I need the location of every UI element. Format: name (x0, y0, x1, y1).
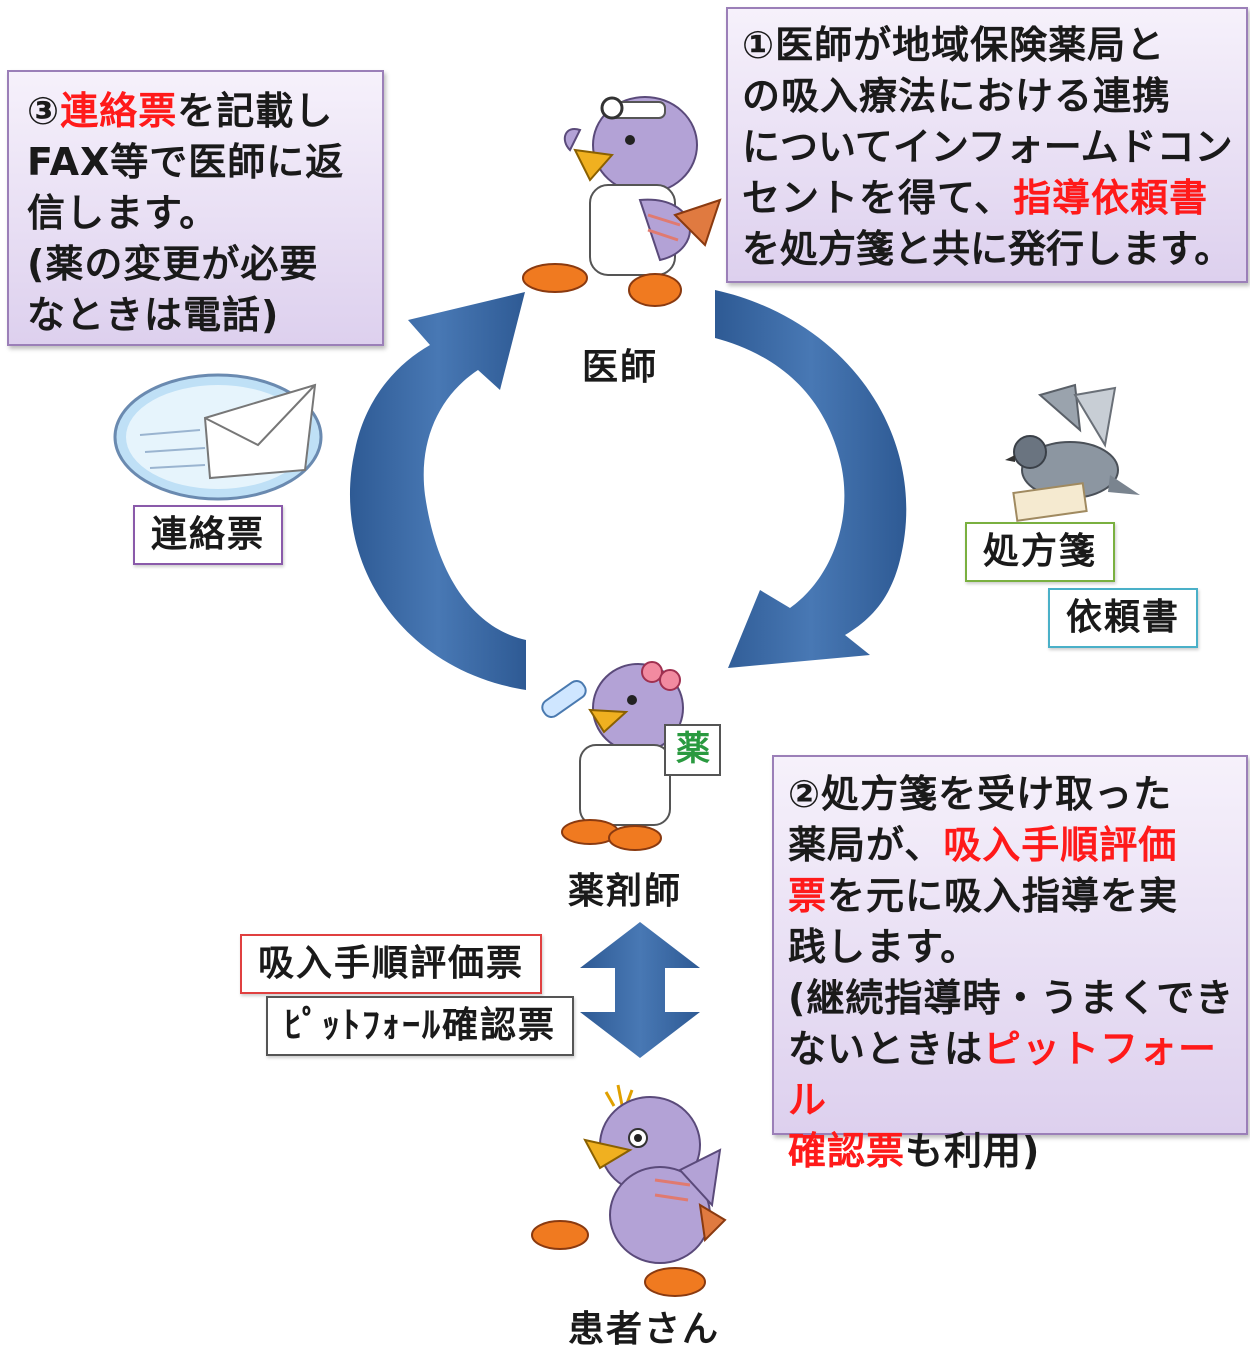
step3-num: ③ (27, 89, 61, 133)
tag-request-form: 依頼書 (1048, 588, 1199, 648)
step1-line2: の吸入療法における連携 (742, 74, 1172, 118)
label-doctor: 医師 (582, 347, 659, 388)
step2-highlight-pitfall: ピットフォール (788, 1027, 1218, 1122)
tag-pitfall-check: ﾋﾟｯﾄﾌｫｰﾙ確認票 (266, 996, 575, 1056)
step1-doctor-issues-request: ①医師が地域保険薬局と の吸入療法における連携 についてインフォームドコン セン… (726, 7, 1248, 283)
step1-line4: セントを得て、指導依頼書 (742, 173, 1242, 224)
step2-line4: 践します。 (788, 925, 980, 969)
step2-line2: 薬局が、吸入手順評価 (788, 820, 1244, 871)
step2-line1: ②処方箋を受け取った (788, 772, 1173, 816)
step2-highlight-pitfall-end: 確認票 (788, 1129, 906, 1173)
label-patient: 患者さん (568, 1309, 721, 1350)
arrow-pharmacist-to-doctor (349, 292, 526, 690)
step1-line1: ①医師が地域保険薬局と (742, 23, 1166, 67)
step2-line3: 票を元に吸入指導を実 (788, 871, 1244, 922)
step2-line6-text: ないときは (788, 1027, 984, 1071)
step3-line2: FAX等で医師に返 (27, 140, 345, 184)
step2-line5: (継続指導時・うまくでき (788, 976, 1235, 1020)
step3-line1-text: を記載し (177, 89, 334, 133)
step3-line5: なときは電話) (27, 293, 280, 337)
step3-line3: 信します。 (27, 191, 219, 235)
step1-line3: についてインフォームドコン (742, 125, 1233, 169)
step1-line4-text: セントを得て、 (742, 176, 1014, 220)
step2-highlight-eval-form: 吸入手順評価 (943, 823, 1178, 867)
step3-pharmacy-replies: ③連絡票を記載し FAX等で医師に返 信します。 (薬の変更が必要 なときは電話… (7, 70, 384, 346)
double-arrow-pharmacist-patient (580, 922, 700, 1058)
step2-pharmacy-guidance: ②処方箋を受け取った 薬局が、吸入手順評価 票を元に吸入指導を実 践します。 (… (772, 755, 1248, 1173)
step2-highlight-eval-form-end: 票 (788, 874, 828, 918)
tag-inhalation-eval: 吸入手順評価票 (240, 934, 543, 994)
step2-line2-text: 薬局が、 (788, 823, 944, 867)
step1-line5: を処方箋と共に発行します。 (742, 227, 1233, 271)
step3-line1: ③連絡票を記載し (27, 86, 378, 137)
stamp-label: 薬 (676, 729, 710, 769)
step2-line7: 確認票も利用) (788, 1126, 1244, 1177)
label-pharmacist: 薬剤師 (568, 871, 683, 912)
step1-highlight-request-form: 指導依頼書 (1013, 176, 1209, 220)
step2-line6: ないときはピットフォール (788, 1024, 1244, 1126)
step3-highlight-contact-form: 連絡票 (60, 89, 178, 133)
step2-line7-text: も利用) (905, 1129, 1041, 1173)
tag-contact-form: 連絡票 (133, 505, 284, 565)
step3-line4: (薬の変更が必要 (27, 242, 319, 286)
arrow-doctor-to-pharmacist (715, 290, 907, 668)
step2-line3-text: を元に吸入指導を実 (827, 874, 1179, 918)
tag-prescription: 処方箋 (965, 522, 1116, 582)
